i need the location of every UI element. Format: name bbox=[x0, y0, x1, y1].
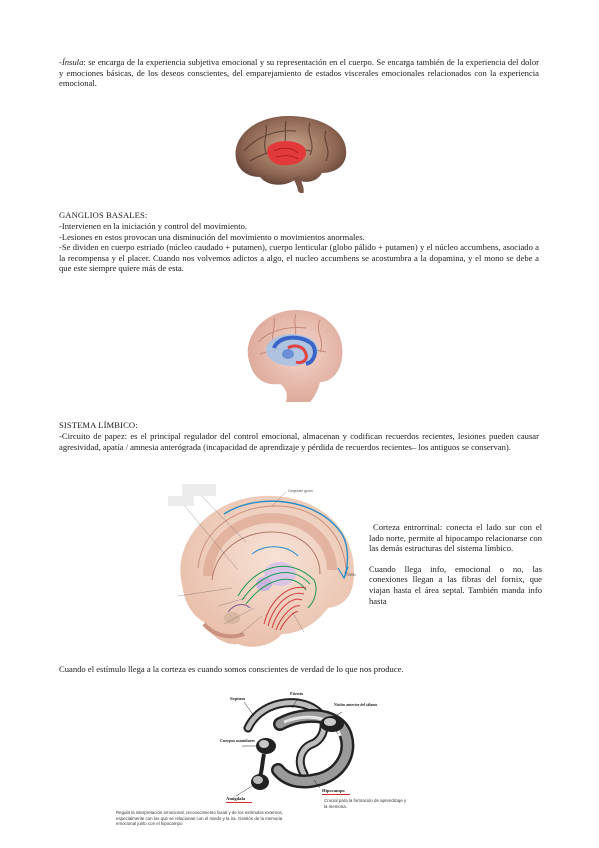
hipocampo-caption: Crucial para la formación de aprendizaje… bbox=[324, 798, 407, 809]
papez-label-cingulate: Cingulate gyrus bbox=[288, 489, 313, 493]
basal-ganglia-heading: GANGLIOS BASALES: bbox=[59, 210, 148, 220]
insula-term: Ínsula bbox=[61, 57, 84, 67]
limbic-heading: SISTEMA LÍMBICO: bbox=[59, 420, 138, 430]
label-hipocampo: Hipocampo bbox=[322, 788, 345, 793]
limbic-structures-figure: Septum Fórnix Núcleo anterior del tálamo… bbox=[220, 691, 377, 801]
basal-ganglia-figure bbox=[247, 310, 343, 402]
limbic-paragraph: -Circuito de papez: es el principal regu… bbox=[59, 431, 539, 452]
insula-brain-figure bbox=[235, 115, 347, 193]
fornix-paragraph: Cuando llega info, emocional o no, las c… bbox=[369, 563, 542, 606]
papez-circuit-figure: Cingulate gyrus Fornix bbox=[168, 484, 356, 647]
label-nucleo-talamo: Núcleo anterior del tálamo bbox=[334, 703, 377, 707]
cortex-note: Cuando el estímulo llega a la corteza es… bbox=[59, 664, 404, 674]
entorhinal-note: Corteza entrorrinal: conecta el lado sur… bbox=[369, 522, 542, 606]
label-amigdala: Amígdala bbox=[226, 796, 246, 801]
papez-label-fornix: Fornix bbox=[346, 573, 356, 577]
basal-ganglia-line-1: -Intervienen en la iniciación y control … bbox=[59, 221, 248, 231]
amigdala-caption: Regula la interpretación emocional, reco… bbox=[116, 810, 283, 827]
label-fornix: Fórnix bbox=[290, 691, 304, 696]
label-septum: Septum bbox=[230, 696, 245, 701]
insula-paragraph: -Ínsula: se encarga de la experiencia su… bbox=[59, 57, 539, 89]
basal-ganglia-line-3: -Se dividen en cuerpo estriado (núcleo c… bbox=[59, 242, 539, 274]
hipocampo-underline bbox=[322, 794, 350, 796]
basal-ganglia-list: -Intervienen en la iniciación y control … bbox=[59, 221, 539, 274]
amigdala-underline bbox=[226, 802, 252, 804]
insula-text: : se encarga de la experiencia subjetiva… bbox=[59, 57, 539, 89]
label-cuerpos-mamilares: Cuerpos mamilares bbox=[220, 738, 255, 743]
entorhinal-paragraph: Corteza entrorrinal: conecta el lado sur… bbox=[369, 522, 542, 554]
basal-ganglia-line-2: -Lesiones en estos provocan una disminuc… bbox=[59, 231, 365, 242]
